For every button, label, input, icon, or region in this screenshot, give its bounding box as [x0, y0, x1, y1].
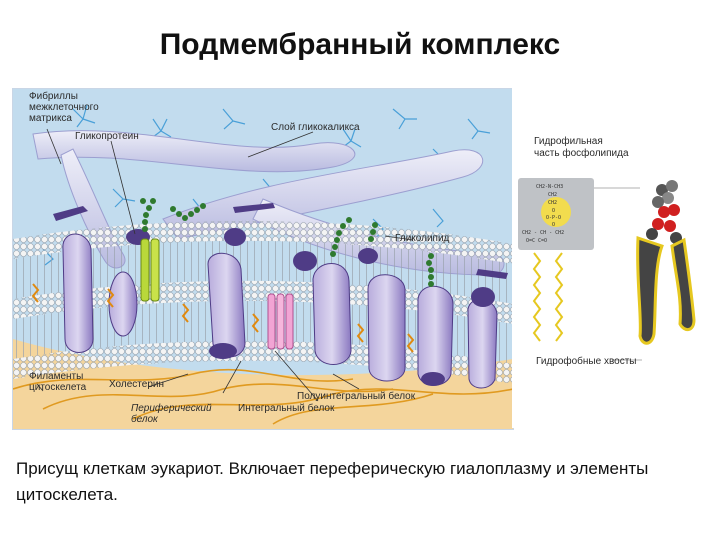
- svg-text:CH2-N-CH3: CH2-N-CH3: [536, 184, 563, 190]
- label-cholesterol: Холестерин: [109, 379, 164, 390]
- label-fibrils-3: матрикса: [29, 113, 72, 124]
- tail-zigzag: [532, 252, 564, 342]
- svg-text:O: O: [552, 222, 555, 228]
- phospholipid-panel: CH2-N-CH3 CH2 CH2 O O-P-O O CH2 - CH - C…: [512, 88, 708, 428]
- slide-title: Подмембранный комплекс: [159, 28, 561, 61]
- integral-proteins: [62, 233, 498, 389]
- slide-caption: Присущ клеткам эукариот. Включает перефе…: [16, 459, 649, 504]
- svg-text:O-P-O: O-P-O: [546, 215, 561, 221]
- svg-text:CH2 - CH - CH2: CH2 - CH - CH2: [522, 230, 564, 236]
- label-semi-integral: Полуинтегральный белок: [297, 391, 416, 402]
- phosphate-group: [541, 197, 571, 227]
- label-filaments-1: Филаменты: [29, 371, 84, 382]
- membrane-illustration: Фибриллы межклеточного матрикса Гликопро…: [12, 88, 514, 430]
- glyco-chains: [140, 198, 434, 287]
- label-filaments-2: цитоскелета: [29, 382, 87, 393]
- label-peripheral-1: Периферический: [131, 403, 212, 414]
- label-fibrils-1: Фибриллы: [29, 91, 78, 102]
- space-filling-model: [646, 180, 682, 244]
- label-hydrophilic-1: Гидрофильная: [534, 136, 603, 147]
- label-glycoprotein: Гликопротеин: [75, 131, 139, 142]
- label-hydrophilic-2: часть фосфолипида: [534, 148, 629, 159]
- cholesterol-molecules: [31, 283, 415, 353]
- label-peripheral-2: белок: [131, 414, 158, 425]
- svg-text:O=C C=O: O=C C=O: [526, 238, 547, 244]
- label-integral: Интегральный белок: [238, 403, 335, 414]
- label-hydrophobic-tails: Гидрофобные хвосты: [536, 356, 637, 367]
- label-fibrils-2: межклеточного: [29, 102, 99, 113]
- svg-text:CH2: CH2: [548, 200, 557, 206]
- peripheral-proteins: [53, 203, 508, 386]
- svg-text:O: O: [552, 208, 555, 214]
- cytoskeleton-filaments: [13, 368, 513, 425]
- leader-lines: [36, 128, 414, 402]
- channel-proteins: [140, 238, 294, 350]
- label-glycolipid: Гликолипид: [395, 233, 450, 244]
- label-glycocalyx: Слой гликокаликса: [271, 122, 360, 133]
- svg-text:CH2: CH2: [548, 192, 557, 198]
